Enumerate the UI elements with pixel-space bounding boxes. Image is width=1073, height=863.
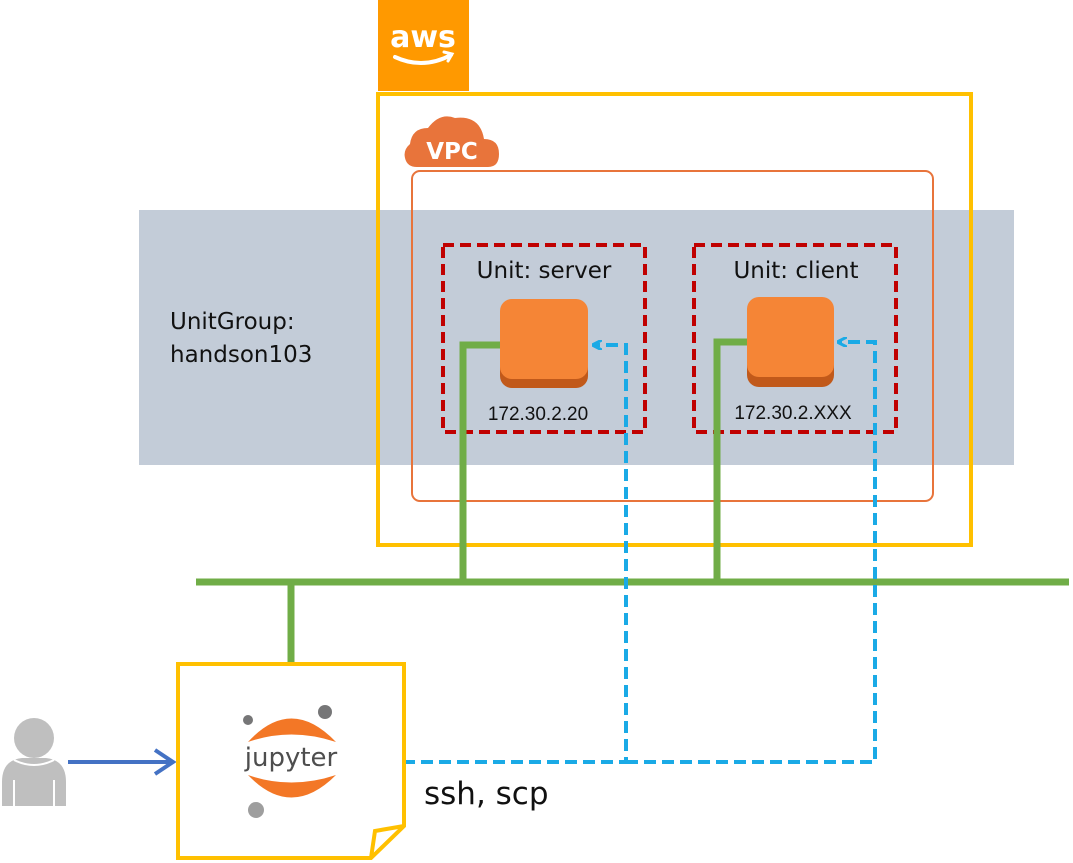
- aws-cloud-frame: [376, 92, 973, 547]
- aws-logo-text: aws: [390, 20, 456, 55]
- unit-server-ip: 172.30.2.20: [488, 404, 588, 425]
- server-instance-icon: [500, 299, 588, 388]
- vpc-frame: [411, 170, 934, 502]
- unit-server-box: [441, 243, 647, 434]
- vpc-cloud-icon: VPC: [404, 116, 499, 167]
- unit-client-box: [692, 243, 898, 434]
- client-instance-icon: [747, 297, 834, 387]
- unitgroup-label-line1: UnitGroup:: [170, 309, 295, 335]
- jupyter-logo: jupyter: [243, 705, 338, 818]
- ssh-lines: [403, 342, 877, 764]
- aws-logo: aws: [378, 0, 469, 91]
- jupyter-logo-text: jupyter: [244, 743, 338, 773]
- user-icon: [2, 718, 66, 806]
- jupyter-box[interactable]: [176, 662, 406, 860]
- user-to-jupyter-arrow: [68, 748, 177, 776]
- ssh-scp-label: ssh, scp: [424, 776, 549, 812]
- unitgroup-label-line2: handson103: [170, 342, 312, 368]
- unit-server-title: Unit: server: [477, 258, 612, 284]
- unit-client-title: Unit: client: [733, 258, 858, 284]
- server-network-link: [459, 341, 500, 582]
- unit-client-ip: 172.30.2.XXX: [734, 403, 852, 424]
- network-lines: [196, 338, 1069, 664]
- vpc-label: VPC: [426, 139, 478, 165]
- ssh-to-client: [626, 342, 877, 764]
- client-network-link: [713, 338, 747, 582]
- ssh-to-server: [403, 345, 628, 764]
